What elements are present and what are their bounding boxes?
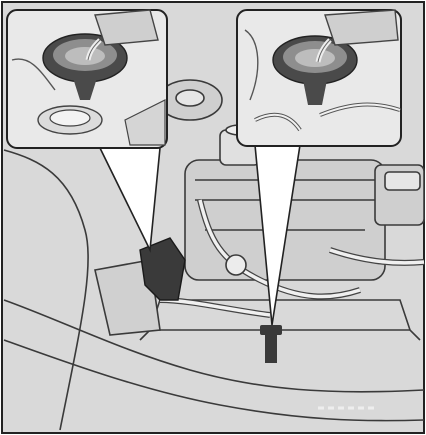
inset-engine-oil: [237, 10, 401, 146]
inset-washer-fluid: [7, 10, 167, 148]
